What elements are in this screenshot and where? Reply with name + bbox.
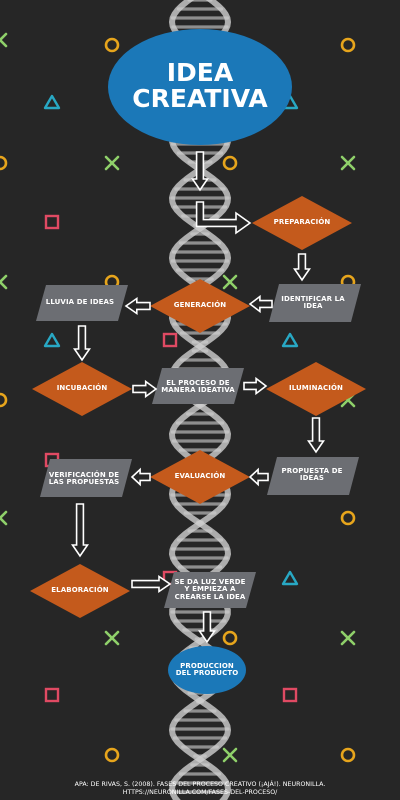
arrow-identificar-to-generacion [248,294,273,314]
parallelogram-luz-verde [164,572,256,608]
diamond-elaboracion [30,564,130,618]
cross-icon [222,274,238,290]
arrow-verificacion-to-elaboracion [70,503,90,558]
diamond-preparacion [252,196,352,250]
arrow-evaluacion-to-verificacion [130,467,151,487]
square-icon [44,214,60,230]
node-propuesta-de-ideas: PROPUESTA DE IDEAS [281,466,343,482]
cross-icon [222,747,238,763]
arrow-title-down [190,151,210,192]
arrow-elaboracion-to-luz-verde [131,574,172,594]
parallelogram-lluvia-de-ideas [36,285,128,321]
diamond-generacion [150,279,250,333]
title-ellipse [108,29,292,145]
node-generacion: GENERACIÓN [173,301,227,310]
cross-icon [0,510,8,526]
arrow-propuesta-to-evaluacion [248,467,269,487]
cross-icon [340,155,356,171]
node-proceso-manera-ideativa: EL PROCESO DE MANERA IDEATIVA [161,378,235,394]
ring-icon [340,747,356,763]
triangle-icon [43,332,61,348]
triangle-icon [281,570,299,586]
arrow-iluminacion-to-propuesta [306,417,326,454]
node-iluminacion: ILUMINACIÓN [289,384,343,393]
node-produccion-del-producto: PRODUCCION DEL PRODUCTO [175,661,239,677]
arrow-generacion-to-lluvia [124,296,151,316]
arrow-preparacion-to-identificar [292,253,312,282]
arrow-proceso-to-iluminacion [243,376,268,396]
node-preparacion: PREPARACIÓN [273,218,331,227]
node-lluvia-de-ideas: LLUVIA DE IDEAS [45,298,115,307]
title-line-1: IDEA [166,58,234,87]
arrow-incubacion-to-proceso [132,379,158,399]
node-identificar-la-idea: IDENTIFICAR LA IDEA [281,294,345,310]
cross-icon [0,274,8,290]
title: IDEA CREATIVA [112,55,288,117]
citation-line-1: APA: DE RIVAS, S. (2008). FASES DEL PROC… [74,781,326,788]
ring-icon [222,155,238,171]
ring-icon [340,510,356,526]
ring-icon [222,630,238,646]
ring-icon [340,37,356,53]
node-incubacion: INCUBACIÓN [56,384,108,393]
ring-icon [104,747,120,763]
flow-arrows [70,151,326,644]
parallelogram-identificar-la-idea [269,284,361,322]
square-icon [162,332,178,348]
diamond-evaluacion [150,450,250,504]
ring-icon [0,155,8,171]
square-icon [44,687,60,703]
triangle-icon [43,94,61,110]
parallelogram-verificacion-propuestas [40,459,132,497]
square-icon [282,687,298,703]
ellipse-produccion [168,646,246,694]
diamond-incubacion [32,362,132,416]
node-evaluacion: EVALUACIÓN [174,472,226,481]
citation: APA: DE RIVAS, S. (2008). FASES DEL PROC… [20,781,380,797]
parallelogram-propuesta-de-ideas [267,457,359,495]
arrow-elbow-to-preparacion [195,201,252,235]
node-verificacion-propuestas: VERIFICACIÓN DE LAS PROPUESTAS [48,470,120,486]
parallelogram-proceso-manera-ideativa [152,368,244,404]
node-elaboracion: ELABORACIÓN [51,586,109,595]
arrow-luz-verde-to-produccion [197,611,217,644]
arrow-lluvia-to-incubacion [72,325,92,362]
node-luz-verde: SE DA LUZ VERDE Y EMPIEZA A CREARSE LA I… [174,577,246,601]
flow-shapes [30,29,366,694]
cross-icon [340,630,356,646]
cross-icon [0,32,8,48]
cross-icon [104,630,120,646]
title-line-2: CREATIVA [132,84,268,113]
citation-line-2: HTTPS://NEURONILLA.COM/FASES-DEL-PROCESO… [122,789,278,796]
cross-icon [104,155,120,171]
ring-icon [0,392,8,408]
diamond-iluminacion [266,362,366,416]
ring-icon [104,37,120,53]
triangle-icon [281,332,299,348]
